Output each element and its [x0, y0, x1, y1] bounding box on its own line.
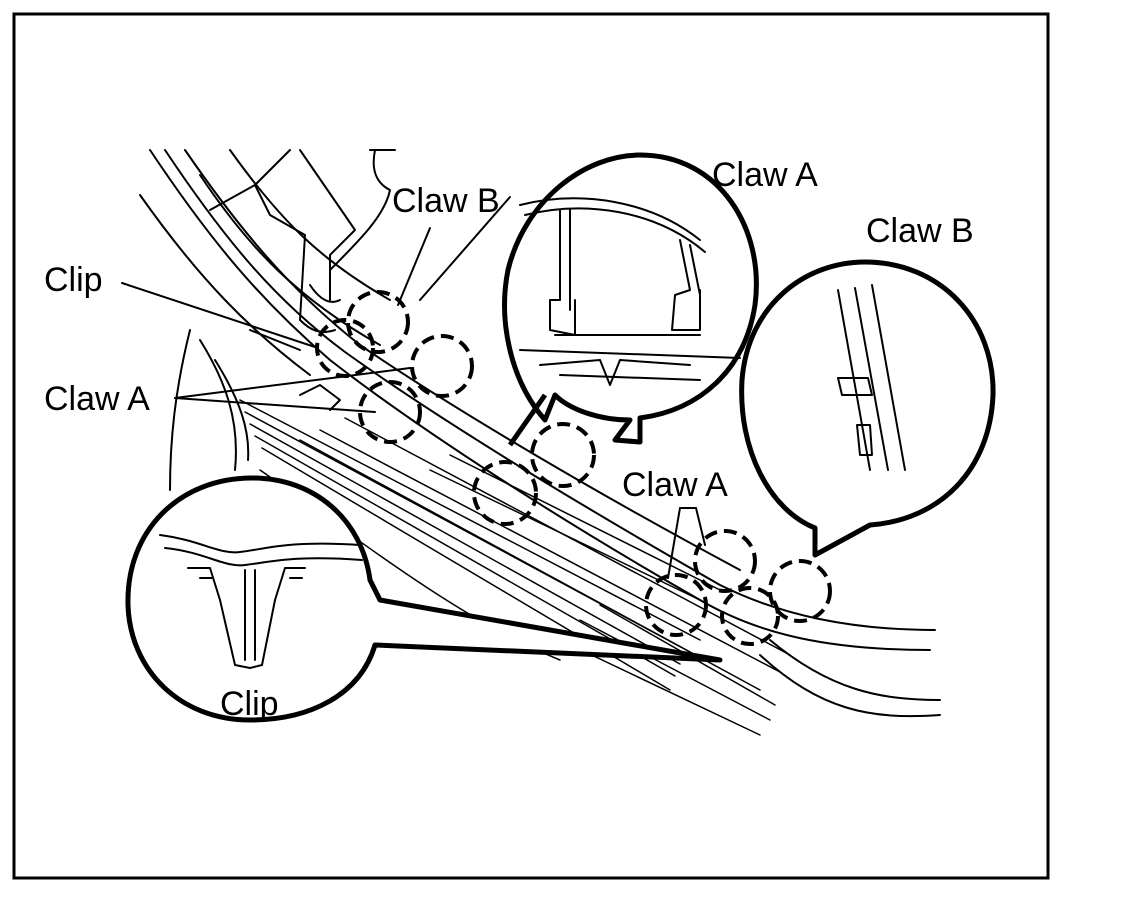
- label-clip-detail: Clip: [220, 685, 279, 723]
- label-claw-a-detail: Claw A: [712, 156, 818, 194]
- label-clip-left: Clip: [44, 261, 103, 299]
- panel-sketch: [139, 149, 941, 736]
- label-claw-b-top: Claw B: [392, 182, 500, 220]
- callout-clip-detail: [125, 475, 723, 723]
- callout-claw-a-detail: [502, 152, 759, 447]
- diagram-frame: [12, 12, 1050, 880]
- label-claw-b-detail: Claw B: [866, 212, 974, 250]
- leader-lines: [121, 196, 706, 579]
- label-claw-a-left: Claw A: [44, 380, 150, 418]
- label-claw-a-bottom: Claw A: [622, 466, 728, 504]
- callout-claw-b-detail: [739, 259, 996, 558]
